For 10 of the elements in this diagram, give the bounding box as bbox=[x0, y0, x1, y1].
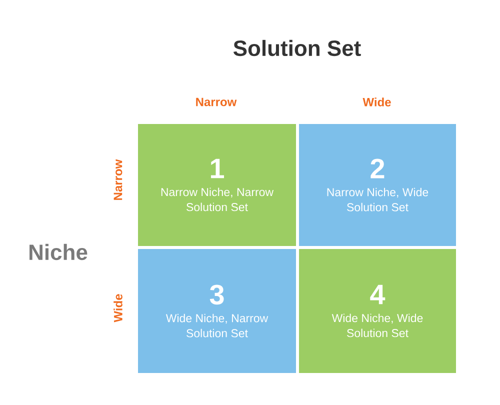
column-header: Narrow bbox=[196, 98, 237, 106]
row-header: Wide bbox=[114, 294, 122, 322]
column-header: Wide bbox=[362, 98, 391, 106]
row-header: Narrow bbox=[114, 159, 122, 200]
axis-title: Solution Set bbox=[233, 40, 361, 56]
quadrant-box: 2 Narrow Niche, Wide Solution Set bbox=[299, 124, 456, 246]
axis-title: Niche bbox=[30, 244, 88, 260]
quadrant-box: 1 Narrow Niche, Narrow Solution Set bbox=[138, 124, 296, 246]
quadrant-box: 4 Wide Niche, Wide Solution Set bbox=[299, 249, 456, 373]
quadrant-box: 3 Wide Niche, Narrow Solution Set bbox=[138, 249, 296, 373]
